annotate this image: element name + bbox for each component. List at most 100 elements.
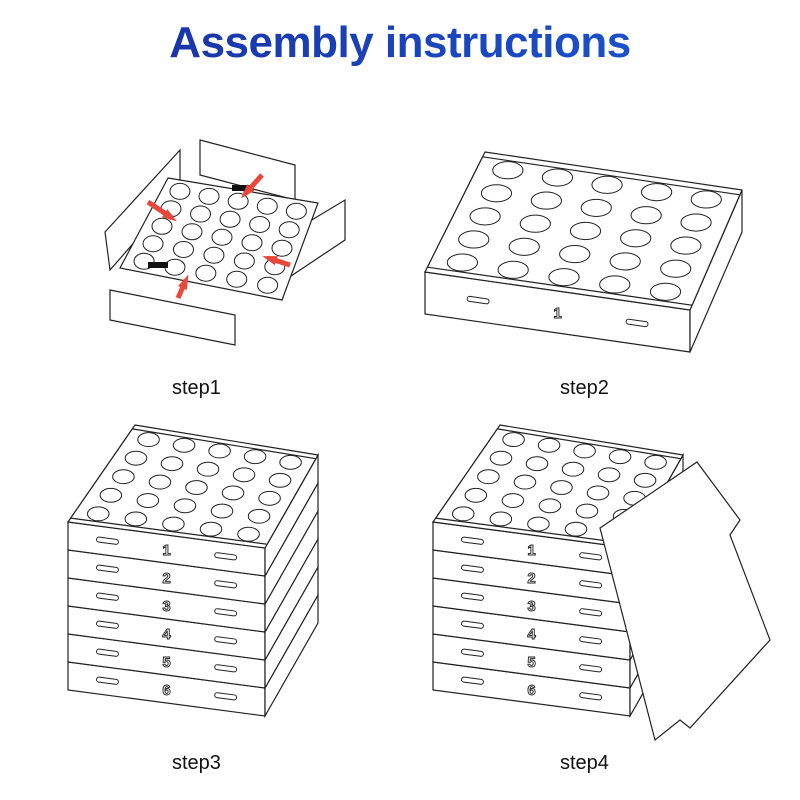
tube-hole: [502, 432, 525, 448]
tube-hole: [227, 192, 249, 210]
page-title: Assembly instructions: [0, 18, 800, 68]
tube-hole: [608, 449, 632, 465]
step1-label: step1: [172, 377, 221, 399]
tube-hole: [279, 454, 302, 470]
handle-slot: [579, 608, 603, 617]
tube-hole: [285, 202, 307, 220]
tube-hole: [480, 184, 513, 203]
tube-hole: [173, 498, 197, 514]
tube-hole: [586, 485, 610, 501]
tube-hole: [142, 235, 164, 253]
tube-hole: [169, 182, 191, 200]
tube-hole: [185, 480, 208, 495]
tube-hole: [237, 526, 260, 542]
red-arrowhead: [240, 184, 255, 199]
tube-hole: [452, 506, 475, 522]
layer-number: 2: [527, 570, 535, 587]
tube-hole: [198, 187, 220, 205]
tube-hole: [573, 443, 596, 459]
layer-number: 5: [162, 654, 170, 671]
handle-slot: [461, 536, 484, 545]
tube-hole: [258, 490, 281, 506]
tube-hole: [508, 237, 540, 256]
tube-hole: [620, 229, 652, 248]
tube-hole: [513, 474, 537, 490]
handle-slot: [461, 648, 484, 657]
handle-slot: [214, 692, 238, 701]
step3-label: step3: [172, 752, 221, 774]
tube-hole: [243, 449, 267, 465]
tube-hole: [633, 472, 657, 488]
tube-hole: [162, 516, 185, 532]
red-arrowhead: [178, 274, 189, 290]
tube-hole: [575, 503, 599, 519]
handle-slot: [461, 592, 484, 601]
tube-hole: [630, 206, 662, 225]
tube-hole: [87, 506, 110, 522]
tube-hole: [249, 215, 271, 233]
tube-hole: [232, 467, 256, 483]
handle-slot: [96, 592, 119, 601]
tube-hole: [233, 252, 255, 270]
layer-number: 1: [162, 542, 170, 559]
tube-hole: [670, 236, 702, 255]
tube-hole: [501, 493, 525, 508]
handle-slot: [96, 648, 119, 657]
tube-hole: [541, 168, 574, 187]
tube-hole: [172, 240, 194, 258]
handle-slot: [214, 664, 238, 673]
tube-hole: [195, 264, 217, 282]
layer-number: 2: [162, 570, 170, 587]
tube-hole: [548, 268, 580, 287]
handle-slot: [461, 564, 484, 573]
tube-hole: [160, 456, 184, 472]
handle-slot: [96, 676, 119, 685]
tube-hole: [208, 443, 231, 459]
tube-hole: [492, 161, 524, 180]
handle-slot: [461, 676, 484, 685]
tube-hole: [446, 253, 479, 272]
tube-hole: [257, 276, 279, 294]
handle-slot: [579, 580, 603, 589]
tube-hole: [690, 190, 722, 209]
tube-hole: [497, 260, 529, 279]
layer-number: 1: [527, 542, 535, 559]
handle-slot: [214, 580, 238, 589]
tube-hole: [660, 259, 692, 278]
tube-hole: [609, 252, 641, 271]
tube-hole: [580, 198, 612, 217]
tube-hole: [190, 205, 212, 223]
handle-slot: [214, 636, 238, 645]
tube-hole: [196, 461, 220, 477]
tube-hole: [458, 230, 490, 249]
tube-hole: [203, 246, 225, 264]
tube-hole: [550, 480, 573, 495]
handle-slot: [96, 620, 119, 629]
tube-hole: [469, 207, 501, 226]
tube-hole: [241, 234, 263, 252]
tube-hole: [124, 450, 148, 466]
tube-hole: [525, 456, 549, 472]
tube-hole: [219, 210, 241, 228]
handle-slot: [96, 564, 119, 573]
tube-hole: [278, 221, 300, 239]
tube-hole: [256, 197, 278, 215]
step1-drawing: [104, 139, 346, 346]
layer-number: 4: [162, 626, 171, 643]
slot-tab: [232, 185, 252, 191]
handle-slot: [96, 536, 119, 545]
tube-hole: [538, 498, 562, 514]
tube-hole: [268, 472, 292, 488]
tube-hole: [112, 469, 135, 485]
tube-hole: [464, 487, 488, 503]
lid-panel: [599, 461, 771, 742]
tube-hole: [519, 214, 551, 233]
red-arrowhead: [262, 256, 278, 266]
layer-number: 6: [162, 682, 170, 699]
tube-hole: [559, 245, 591, 264]
tube-hole: [530, 191, 562, 210]
tube-hole: [211, 228, 233, 246]
